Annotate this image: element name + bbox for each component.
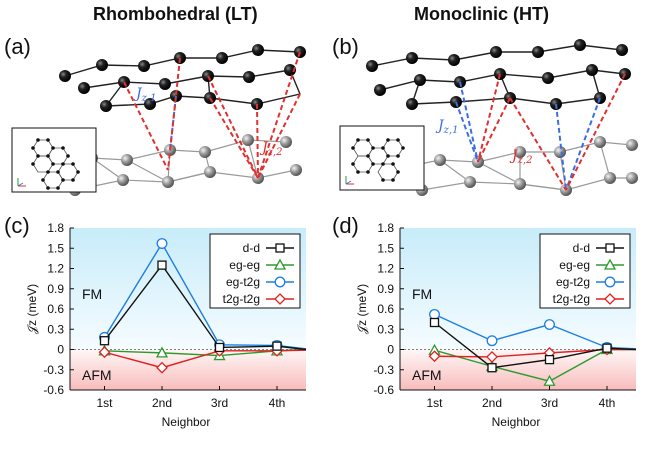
y-tick-label: 0	[387, 343, 394, 357]
legend-label: d-d	[573, 241, 590, 255]
panel-label-a: (a)	[4, 34, 31, 59]
fm-label: FM	[412, 286, 432, 302]
point-t2g-t2g	[486, 351, 498, 363]
y-tick-label: 1.2	[47, 262, 64, 276]
y-tick-label: 1.5	[377, 241, 394, 255]
right-jz2-bonds	[477, 73, 626, 191]
right-structure-title: Monoclinic (HT)	[414, 4, 549, 24]
legend-box	[209, 233, 301, 309]
y-axis-label: 𝒥z (meV)	[25, 284, 39, 334]
point-eg-t2g	[544, 319, 555, 330]
chart-1: 1.8 1.5 1.2 0.9 0.6 0.3 0 -0.3 -0.6 1st 2nd 3rd 4thN…	[355, 221, 637, 429]
legend-label: t2g-t2g	[223, 292, 260, 306]
panel-label-d: (d)	[332, 213, 359, 238]
x-axis-label: Neighbor	[492, 415, 541, 429]
y-tick-label: 0.3	[47, 322, 64, 336]
y-tick-label: 0.6	[377, 302, 394, 316]
y-tick-label: 1.5	[47, 241, 64, 255]
point-eg-t2g	[156, 238, 168, 249]
chart-0: 1.8 1.5 1.2 0.9 0.6 0.3 0 -0.3 -0.6 1st 2nd 3rd 4thN…	[25, 221, 307, 429]
point-d-d	[275, 243, 285, 253]
fm-label: FM	[82, 286, 102, 302]
point-eg-eg	[273, 258, 287, 270]
point-eg-eg	[543, 374, 556, 386]
legend: d-d eg-eg eg-t2g t2g-t2g	[209, 233, 301, 309]
legend: d-d eg-eg eg-t2g t2g-t2g	[539, 233, 631, 309]
series-d-d	[99, 260, 307, 353]
afm-region	[70, 349, 306, 390]
y-tick-label: -0.6	[43, 383, 64, 397]
right-inset	[339, 125, 425, 191]
point-d-d	[602, 343, 612, 353]
point-eg-eg	[603, 258, 617, 270]
point-d-d	[157, 260, 167, 270]
point-eg-eg	[155, 346, 169, 358]
left-inset	[11, 127, 97, 193]
y-tick-label: 0	[57, 343, 64, 357]
x-tick-label: 1st	[96, 396, 113, 410]
point-eg-t2g	[486, 335, 498, 347]
x-axis-label: Neighbor	[162, 415, 211, 429]
y-tick-label: 0.6	[47, 302, 64, 316]
point-t2g-t2g	[274, 293, 286, 305]
series-d-d	[429, 317, 637, 373]
y-tick-label: -0.3	[43, 363, 64, 377]
right-jz1-bonds	[455, 81, 601, 191]
x-tick-label: 4th	[599, 396, 616, 410]
panel-label-b: (b)	[332, 34, 359, 59]
y-tick-label: -0.6	[373, 383, 394, 397]
afm-label: AFM	[412, 367, 442, 383]
point-d-d	[544, 354, 555, 365]
left-jz2-bonds	[123, 51, 301, 179]
legend-label: t2g-t2g	[553, 292, 590, 306]
y-tick-label: 1.8	[47, 221, 64, 235]
point-t2g-t2g	[428, 350, 441, 363]
point-d-d	[99, 336, 110, 346]
legend-label: eg-t2g	[226, 275, 260, 289]
point-eg-t2g	[429, 308, 440, 320]
left-structure-title: Rhombohedral (LT)	[93, 4, 258, 24]
point-d-d	[429, 317, 440, 328]
y-tick-label: 1.2	[377, 262, 394, 276]
y-tick-label: 0.9	[47, 282, 64, 296]
panel-label-c: (c)	[4, 213, 30, 238]
legend-label: eg-eg	[559, 258, 590, 272]
point-t2g-t2g	[156, 361, 168, 374]
legend-label: d-d	[243, 241, 260, 255]
x-tick-label: 2nd	[482, 396, 502, 410]
y-tick-label: 1.8	[377, 221, 394, 235]
x-tick-label: 4th	[269, 396, 286, 410]
point-t2g-t2g	[98, 346, 111, 359]
legend-label: eg-t2g	[556, 275, 590, 289]
y-tick-label: -0.3	[373, 363, 394, 377]
structure-illustrations: Jz,1 Jz,2	[11, 39, 638, 196]
y-axis-label: 𝒥z (meV)	[355, 284, 369, 334]
point-d-d	[214, 342, 225, 353]
x-tick-label: 3rd	[541, 396, 558, 410]
point-eg-t2g	[604, 276, 616, 288]
point-d-d	[272, 341, 282, 351]
legend-box	[539, 233, 631, 309]
y-tick-label: 0.9	[377, 282, 394, 296]
x-tick-label: 2nd	[152, 396, 172, 410]
legend-label: eg-eg	[229, 258, 260, 272]
afm-label: AFM	[82, 367, 112, 383]
point-eg-t2g	[274, 276, 286, 288]
point-t2g-t2g	[604, 293, 616, 305]
point-d-d	[605, 243, 615, 253]
point-d-d	[487, 363, 497, 373]
x-tick-label: 1st	[426, 396, 443, 410]
y-tick-label: 0.3	[377, 322, 394, 336]
x-tick-label: 3rd	[211, 396, 228, 410]
